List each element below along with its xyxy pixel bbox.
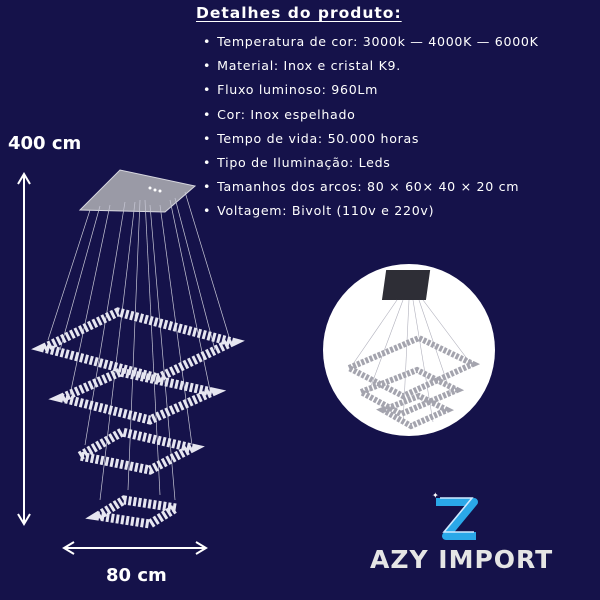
crystal-ring-60cm: [48, 367, 227, 425]
product-details-title: Detalhes do produto:: [196, 4, 402, 22]
chandelier-illustration: [17, 169, 245, 555]
suspension-cables: [47, 191, 231, 501]
height-arrow: [17, 172, 31, 526]
spec-item: Material: Inox e cristal K9.: [203, 56, 539, 80]
spec-item: Temperatura de cor: 3000k — 4000K — 6000…: [203, 32, 539, 56]
ceiling-canopy: [78, 169, 197, 213]
spec-item: Fluxo luminoso: 960Lm: [203, 80, 539, 104]
spec-item: Tipo de Iluminação: Leds: [203, 153, 539, 177]
z-logo-icon: ✦: [432, 491, 478, 540]
crystal-ring-20cm: [85, 495, 189, 529]
product-photo: [323, 264, 495, 436]
spec-item: Tamanhos dos arcos: 80 × 60× 40 × 20 cm: [203, 177, 539, 201]
crystal-ring-80cm: [31, 307, 245, 383]
crystal-ring-40cm: [67, 427, 205, 475]
spec-item: Cor: Inox espelhado: [203, 105, 539, 129]
width-dimension-label: 80 cm: [106, 565, 167, 586]
width-arrow: [62, 541, 208, 555]
height-dimension-label: 400 cm: [8, 133, 82, 154]
svg-text:✦: ✦: [432, 491, 439, 500]
spec-item: Voltagem: Bivolt (110v e 220v): [203, 201, 539, 225]
brand-name: AZY IMPORT: [370, 545, 554, 574]
spec-item: Tempo de vida: 50.000 horas: [203, 129, 539, 153]
spec-list: Temperatura de cor: 3000k — 4000K — 6000…: [203, 32, 539, 226]
